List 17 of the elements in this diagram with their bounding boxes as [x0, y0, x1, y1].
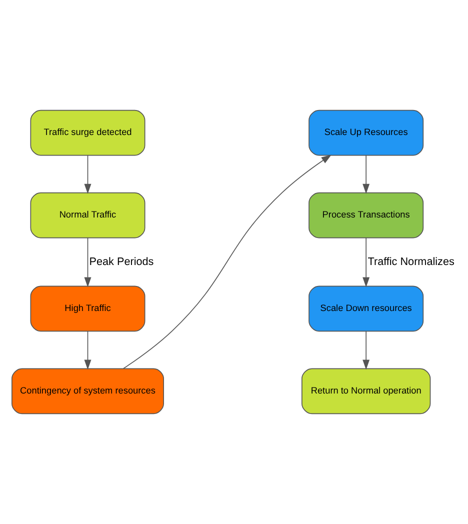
edge-label: Peak Periods: [89, 256, 154, 268]
node-box: Scale Down resources: [308, 286, 424, 332]
node-box: Contingency of system resources: [12, 368, 164, 414]
arrow: [123, 154, 332, 369]
arrow: [84, 330, 92, 370]
arrow: [362, 237, 370, 288]
node-box: Traffic surge detected: [30, 110, 146, 156]
node-box: Scale Up Resources: [308, 110, 424, 156]
edge-label: Traffic Normalizes: [368, 256, 454, 268]
arrow: [84, 237, 92, 288]
node-box: High Traffic: [30, 286, 146, 332]
arrow: [84, 155, 92, 194]
node-box: Process Transactions: [308, 192, 424, 238]
arrow: [362, 330, 370, 370]
node-box: Normal Traffic: [30, 192, 146, 238]
node-box: Return to Normal operation: [302, 368, 431, 414]
arrow: [362, 155, 370, 194]
